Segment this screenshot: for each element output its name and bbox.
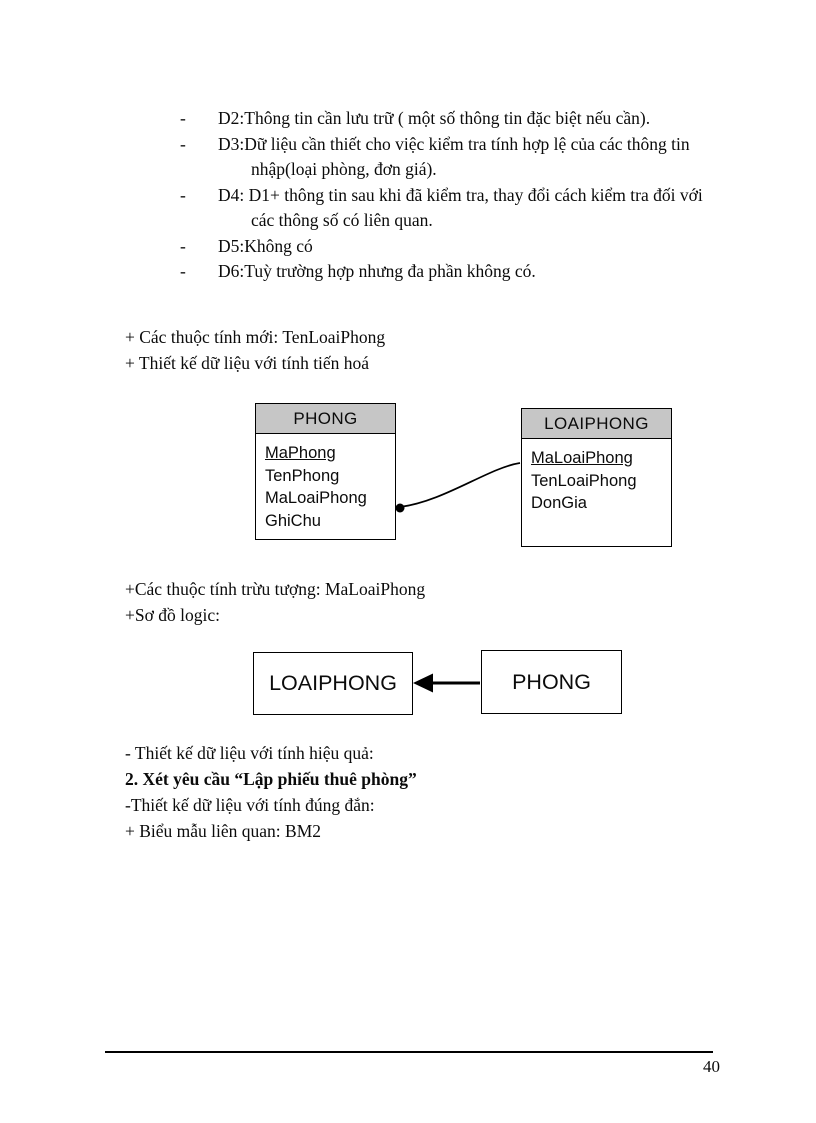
entity-phong: PHONG MaPhong TenPhong MaLoaiPhong GhiCh…	[255, 403, 396, 540]
list-item: - D4: D1+ thông tin sau khi đã kiểm tra,…	[180, 183, 715, 234]
list-item-text: D4: D1+ thông tin sau khi đã kiểm tra, t…	[218, 184, 703, 231]
entity-phong-fields: MaPhong TenPhong MaLoaiPhong GhiChu	[256, 434, 395, 540]
logic-arrow-head-icon	[413, 673, 433, 693]
logic-box-loaiphong: LOAIPHONG	[253, 652, 413, 715]
list-item-marker: -	[180, 184, 186, 205]
section-heading: 2. Xét yêu cầu “Lập phiếu thuê phòng”	[125, 769, 417, 789]
entity-field-key: MaLoaiPhong	[531, 449, 633, 467]
list-item-text: D2:Thông tin cần lưu trữ ( một số thông …	[218, 108, 651, 128]
list-item-text: D6:Tuỳ trường hợp nhưng đa phần không có…	[218, 261, 536, 281]
list-item-marker: -	[180, 133, 186, 154]
logic-box-label: LOAIPHONG	[269, 671, 397, 695]
entity-field: TenLoaiPhong	[531, 471, 637, 490]
logic-box-phong: PHONG	[481, 650, 622, 714]
page-number: 40	[703, 1057, 720, 1076]
list-item-text: D5:Không có	[218, 235, 313, 256]
list-item-marker: -	[180, 261, 186, 281]
entity-phong-title: PHONG	[256, 404, 395, 434]
er-relationship-line	[399, 462, 521, 508]
note-line: + Thiết kế dữ liệu với tính tiến hoá	[125, 353, 370, 373]
notes-requirements: - Thiết kế dữ liệu với tính hiệu quả: 2.…	[125, 740, 417, 844]
list-item: - D5:Không có	[180, 234, 715, 260]
note-line: + Biểu mẫu liên quan: BM2	[125, 821, 322, 841]
er-relationship-dot-icon	[395, 503, 405, 513]
list-item-marker: -	[180, 235, 186, 256]
entity-loaiphong: LOAIPHONG MaLoaiPhong TenLoaiPhong DonGi…	[521, 408, 672, 547]
entity-field: TenPhong	[265, 466, 340, 485]
note-line: + Các thuộc tính mới: TenLoaiPhong	[125, 327, 386, 347]
list-item: - D3:Dữ liệu cần thiết cho việc kiểm tra…	[180, 132, 715, 183]
entity-field-key: MaPhong	[265, 444, 336, 462]
note-line: +Các thuộc tính trừu tượng: MaLoaiPhong	[125, 579, 426, 599]
footer-divider	[105, 1051, 713, 1053]
entity-field: DonGia	[531, 494, 587, 512]
definition-list: - D2:Thông tin cần lưu trữ ( một số thôn…	[180, 106, 715, 285]
entity-loaiphong-fields: MaLoaiPhong TenLoaiPhong DonGia	[522, 439, 671, 523]
notes-abstract-attributes: +Các thuộc tính trừu tượng: MaLoaiPhong …	[125, 576, 425, 628]
list-item: - D2:Thông tin cần lưu trữ ( một số thôn…	[180, 106, 715, 132]
entity-loaiphong-title: LOAIPHONG	[522, 409, 671, 439]
notes-new-attributes: + Các thuộc tính mới: TenLoaiPhong + Thi…	[125, 324, 385, 376]
logic-box-label: PHONG	[512, 669, 591, 694]
note-line: +Sơ đồ logic:	[125, 605, 220, 625]
list-item-marker: -	[180, 108, 186, 128]
list-item: - D6:Tuỳ trường hợp nhưng đa phần không …	[180, 259, 715, 285]
note-line: - Thiết kế dữ liệu với tính hiệu quả:	[125, 743, 374, 763]
entity-field: MaLoaiPhong	[265, 489, 367, 507]
list-item-text: D3:Dữ liệu cần thiết cho việc kiểm tra t…	[218, 133, 690, 180]
entity-field: GhiChu	[265, 511, 321, 530]
note-line: -Thiết kế dữ liệu với tính đúng đắn:	[125, 795, 375, 815]
